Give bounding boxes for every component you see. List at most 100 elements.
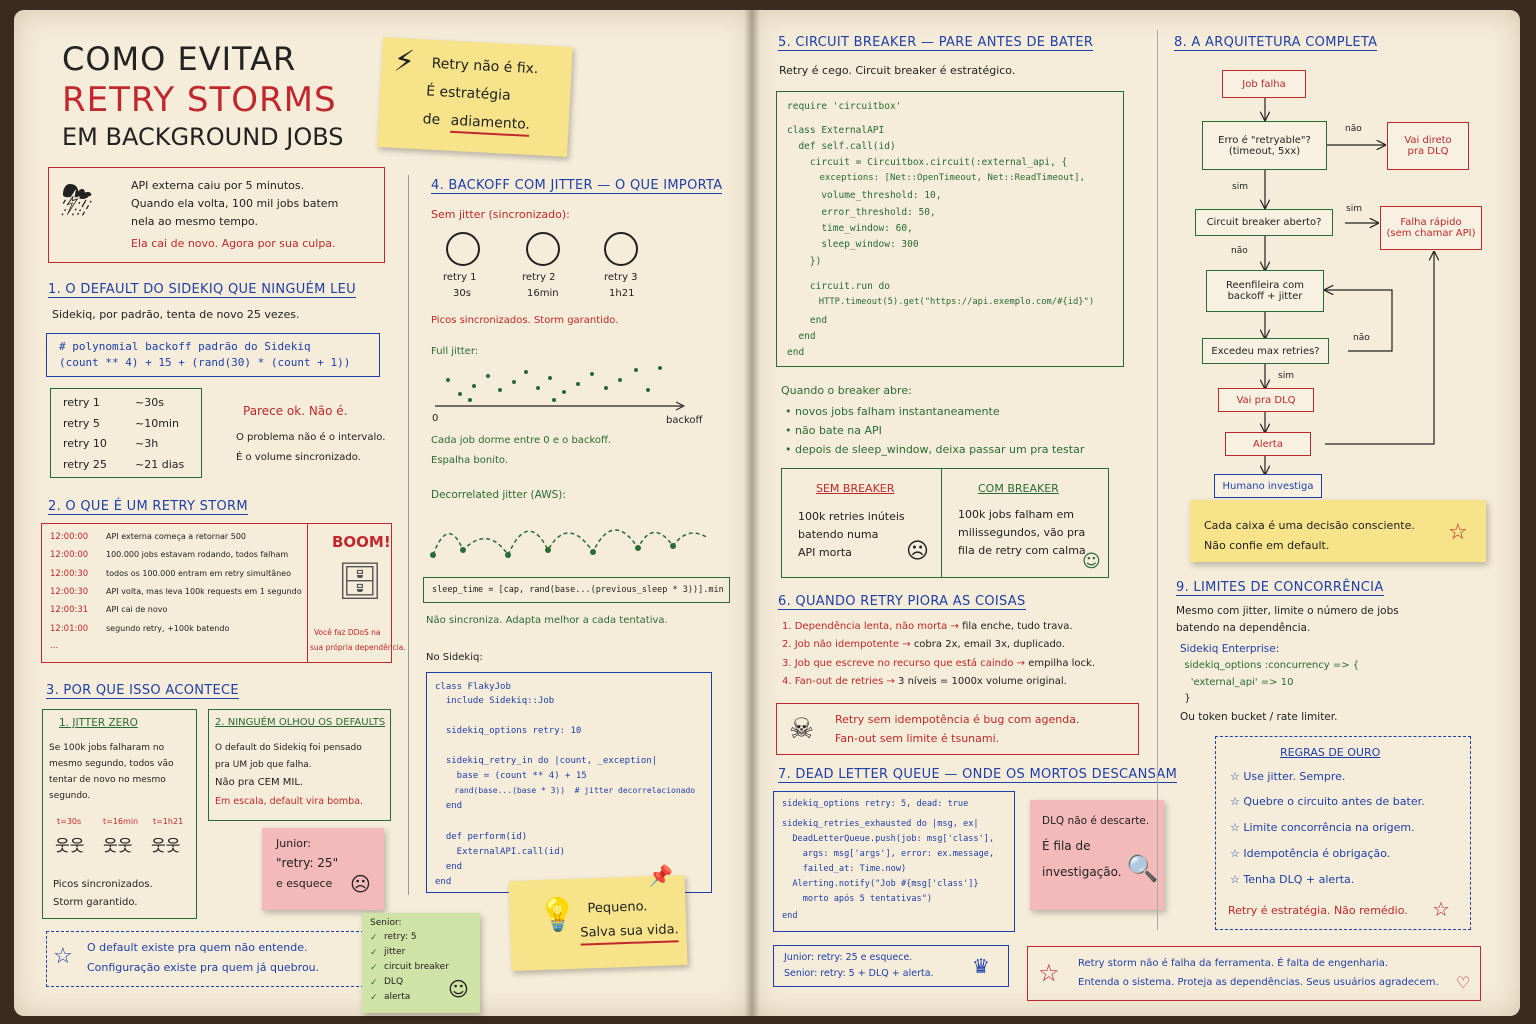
s3a-line: segundo.: [49, 791, 91, 801]
sticky-line: de: [422, 111, 441, 129]
s5-abre: Quando o breaker abre:: [781, 384, 912, 397]
bullet-text: novos jobs falham instantaneamente: [795, 405, 1000, 418]
decorrelated-wave: [430, 529, 709, 558]
clock-icon: [446, 232, 480, 266]
intro-box: ⛈ API externa caiu por 5 minutos. Quando…: [48, 167, 385, 263]
code-line: end: [435, 862, 463, 872]
s3-defaults: 2. NINGUÉM OLHOU OS DEFAULTS O default d…: [208, 709, 391, 821]
code-line: ExternalAPI.call(id): [435, 847, 566, 857]
num: 1.: [782, 621, 792, 632]
s9-line: Mesmo com jitter, limite o número de job…: [1176, 605, 1399, 617]
s4-decor: Decorrelated jitter (AWS):: [431, 489, 566, 501]
code-line: end: [787, 331, 816, 342]
axis-zero: 0: [432, 413, 439, 424]
star-icon: ☆: [1230, 821, 1240, 834]
rules-end: Retry é estratégia. Não remédio.: [1228, 904, 1408, 917]
junior-line: "retry: 25": [276, 856, 339, 870]
ddos-line: Você faz DDoS na: [314, 628, 381, 637]
flow-falha-rapido: Falha rápido(sem chamar API): [1380, 206, 1482, 250]
code-line: end: [435, 801, 463, 811]
sticky-line: adiamento.: [450, 110, 531, 138]
s9-ent: Sidekiq Enterprise:: [1180, 643, 1280, 655]
sticky-dlq: DLQ não é descarte. É fila de investigaç…: [1030, 800, 1164, 910]
section3-title: 3. POR QUE ISSO ACONTECE: [46, 683, 239, 699]
retry-val: ~21 dias: [135, 458, 185, 471]
edge-label: não: [1345, 124, 1362, 134]
code-line: def self.call(id): [787, 141, 896, 152]
s2-timeline: 12:00:00 API externa começa a retornar 5…: [41, 523, 406, 663]
s6-warning: ☠ Retry sem idempotência é bug com agend…: [776, 703, 1139, 755]
com-line: milissegundos, vão pra: [958, 526, 1086, 539]
s3a-line: Se 100k jobs falharam no: [49, 743, 165, 753]
code-line: time_window: 60,: [787, 223, 913, 234]
code-line: class FlakyJob: [435, 682, 511, 692]
dlq-line: investigação.: [1042, 865, 1122, 879]
sem-title: SEM BREAKER: [816, 482, 895, 495]
s4-f2: Espalha bonito.: [431, 455, 509, 466]
retry-key: retry 5: [63, 417, 100, 430]
s1-text: Sidekiq, por padrão, tenta de novo 25 ve…: [52, 308, 300, 321]
time: 12:00:00: [50, 532, 89, 542]
time: 12:00:30: [50, 569, 89, 579]
sticky-line: É estratégia: [425, 83, 512, 104]
retry-key: retry 1: [63, 396, 100, 409]
section8-title: 8. A ARQUITETURA COMPLETA: [1174, 35, 1378, 51]
s3a-line: mesmo segundo, todos vão: [49, 759, 174, 769]
node-text: Falha rápido: [1400, 217, 1462, 228]
edge-label: sim: [1232, 182, 1248, 192]
warning-line: Retry sem idempotência é bug com agenda.: [835, 713, 1080, 726]
time: ...: [50, 641, 59, 651]
clock-value: 30s: [453, 288, 471, 299]
event: segundo retry, +100k batendo: [106, 624, 230, 633]
star-icon: ☆: [1432, 897, 1450, 921]
intro-line: API externa caiu por 5 minutos.: [131, 179, 305, 192]
code-line: end: [787, 315, 828, 326]
section2-title: 2. O QUE É UM RETRY STORM: [48, 499, 248, 515]
s5-code: require 'circuitbox' class ExternalAPI d…: [776, 91, 1124, 367]
flow-max-retries: Excedeu max retries?: [1202, 338, 1329, 364]
section7-title: 7. DEAD LETTER QUEUE — ONDE OS MORTOS DE…: [778, 767, 1178, 783]
sticky-junior: Junior: "retry: 25" e esquece ☹: [262, 828, 384, 910]
s8-divider: [1157, 30, 1158, 930]
time: 12:00:00: [50, 550, 89, 560]
star-icon: ☆: [1230, 770, 1240, 783]
footer-box: ☆ Retry storm não é falha da ferramenta.…: [1027, 946, 1481, 1001]
code-line: # polynomial backoff padrão do Sidekiq: [59, 340, 311, 353]
code-line: sidekiq_retries_exhausted do |msg, ex|: [782, 819, 979, 829]
com-line: fila de retry com calma: [958, 544, 1086, 557]
section5-title: 5. CIRCUIT BREAKER — PARE ANTES DE BATER: [778, 35, 1094, 51]
section4-title: 4. BACKOFF COM JITTER — O QUE IMPORTA: [431, 178, 723, 194]
s5-compare: SEM BREAKER 100k retries inúteis batendo…: [781, 468, 1109, 578]
default-note: ☆ O default existe pra quem não entende.…: [46, 931, 369, 987]
code-line: sidekiq_options retry: 5, dead: true: [782, 799, 969, 809]
event: todos os 100.000 entram em retry simultâ…: [106, 569, 291, 578]
clock-label: retry 1: [443, 272, 477, 283]
s5-bullet: • não bate na API: [785, 424, 882, 437]
s9-line: batendo na dependência.: [1176, 622, 1311, 634]
s3a-line: tentar de novo no mesmo: [49, 775, 166, 785]
rules-box: REGRAS DE OURO ☆ Use jitter. Sempre. ☆ Q…: [1215, 736, 1471, 930]
sem-line: batendo numa: [798, 528, 879, 541]
s4-formula: sleep_time = [cap, rand(base...(previous…: [423, 577, 730, 603]
intro-line: nela ao mesmo tempo.: [131, 215, 258, 228]
s3a-title: 1. JITTER ZERO: [59, 717, 138, 729]
sad-face-icon: ☹: [906, 539, 929, 564]
rule-text: Idempotência é obrigação.: [1243, 847, 1391, 860]
lightning-icon: ⚡: [392, 43, 416, 80]
book-spine: [744, 10, 760, 1016]
warning-line: Fan-out sem limite é tsunami.: [835, 732, 1000, 745]
crown-icon: ♛: [972, 954, 990, 978]
dlq-line: É fila de: [1042, 839, 1091, 853]
people-icon: 웃웃: [103, 836, 133, 855]
code-line: DeadLetterQueue.push(job: msg['class'],: [782, 834, 995, 844]
star-icon: ☆: [53, 944, 73, 969]
sad-face-icon: ☹: [350, 872, 371, 896]
star-icon: ☆: [1038, 959, 1060, 987]
rule-text: Quebre o circuito antes de bater.: [1243, 795, 1425, 808]
retry-key: retry 10: [63, 437, 107, 450]
clock-value: 1h21: [609, 288, 635, 299]
clock-icon: [526, 232, 560, 266]
node-text: pra DLQ: [1407, 146, 1449, 157]
intro-line: Ela cai de novo. Agora por sua culpa.: [131, 237, 336, 250]
